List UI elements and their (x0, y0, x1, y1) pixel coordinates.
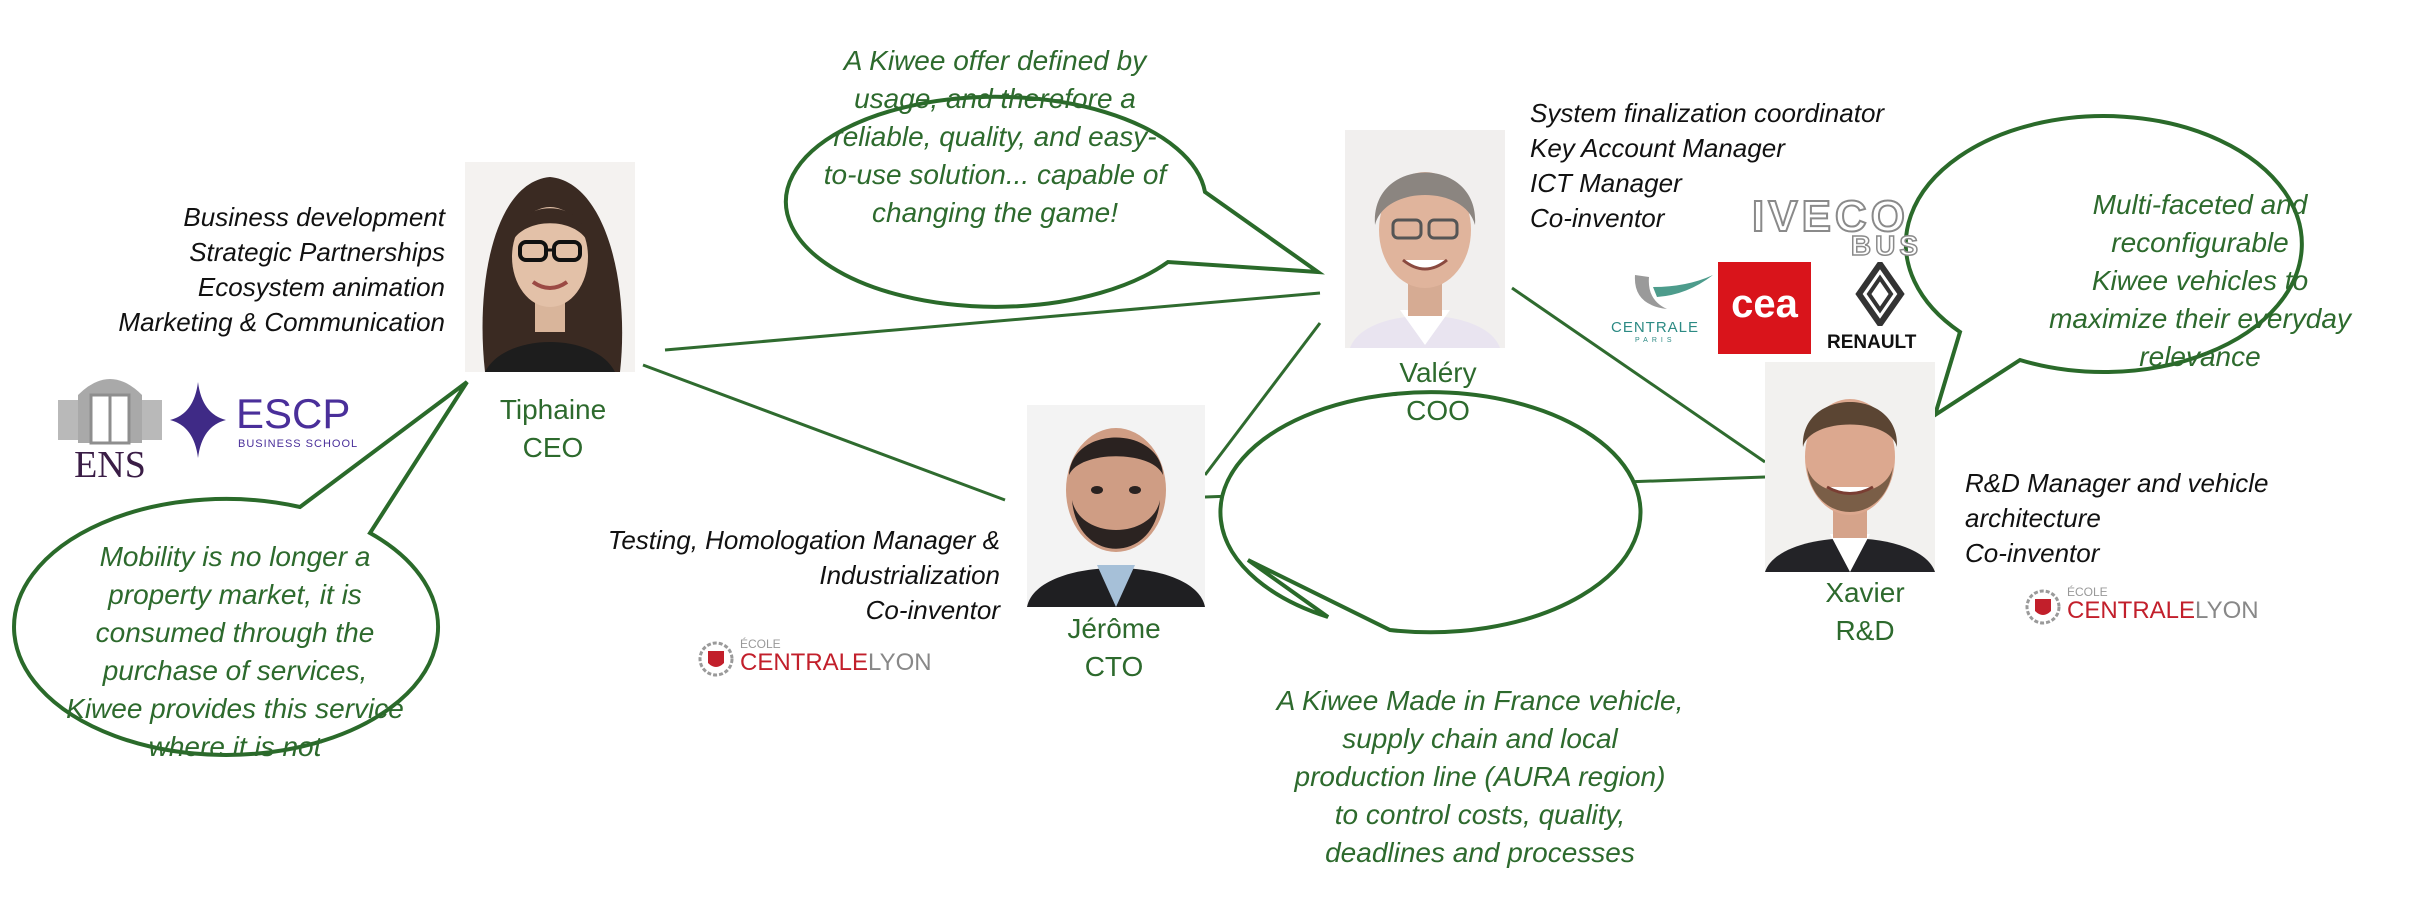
ecl-emblem-icon (2025, 589, 2061, 625)
speech-bubble-tiphaine (12, 380, 469, 757)
name-valery: Valéry COO (1399, 357, 1477, 426)
link-valery-xavier (1511, 286, 1766, 464)
quote-jerome: A Kiwee Made in France vehicle, supply c… (1276, 685, 1684, 868)
photo-valery (1345, 130, 1505, 348)
iveco-bus-logo: IVECO BUS (1751, 191, 1922, 262)
link-tiphaine-valery (664, 291, 1321, 352)
ecole-centrale-lyon-logo-2: ÉCOLE CENTRALELYON (2025, 585, 2265, 629)
photo-tiphaine (465, 162, 635, 372)
roles-tiphaine: Business development Strategic Partnersh… (118, 202, 445, 337)
escp-logo: ESCP BUSINESS SCHOOL (168, 380, 357, 460)
ecl-emblem-icon (698, 641, 734, 677)
speech-bubble-jerome (1218, 390, 1643, 635)
speech-bubble-xavier (1903, 114, 2304, 420)
link-jerome-valery (1203, 322, 1322, 476)
quote-valery: A Kiwee offer defined by usage, and ther… (823, 45, 1167, 228)
speech-bubble-valery (783, 94, 1325, 309)
renault-logo: RENAULT (1825, 262, 1935, 357)
link-tiphaine-jerome (642, 363, 1006, 502)
centrale-paris-emblem-icon (1634, 275, 1713, 309)
ens-logo: ENS (58, 365, 162, 486)
photo-xavier (1765, 362, 1935, 572)
ecole-centrale-lyon-logo-1: ÉCOLE CENTRALELYON (698, 637, 938, 681)
cea-logo: cea (1718, 262, 1811, 354)
roles-valery: System finalization coordinator Key Acco… (1530, 98, 1885, 233)
renault-diamond-icon (1855, 262, 1905, 326)
roles-xavier: R&D Manager and vehicle architecture Co-… (1965, 468, 2269, 568)
name-xavier: Xavier R&D (1825, 577, 1905, 646)
escp-star-icon (170, 382, 226, 458)
roles-jerome: Testing, Homologation Manager & Industri… (607, 525, 1000, 625)
quote-tiphaine: Mobility is no longer a property market,… (66, 541, 404, 762)
centrale-paris-logo: CENTRALE PARIS (1605, 265, 1715, 347)
name-jerome: Jérôme CTO (1067, 613, 1161, 682)
photo-jerome (1027, 405, 1205, 607)
quote-xavier: Multi-faceted and reconfigurable Kiwee v… (2049, 189, 2351, 372)
name-tiphaine: Tiphaine CEO (499, 394, 607, 463)
ens-building-icon (58, 379, 162, 445)
